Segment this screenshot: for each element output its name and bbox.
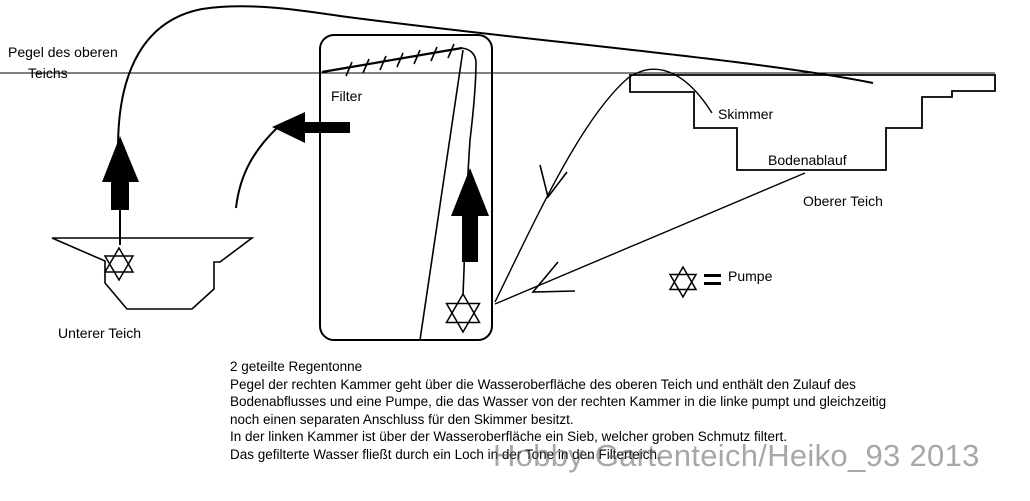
- description-line: Das gefilterte Wasser fließt durch ein L…: [230, 446, 661, 462]
- bottom-drain-flow-arrowhead: [531, 261, 576, 293]
- return-pipe: [117, 5, 874, 149]
- description-line: In der linken Kammer ist über der Wasser…: [230, 429, 788, 445]
- legend-equals-top: [704, 274, 721, 277]
- filter-outlet-arrow: [272, 112, 350, 143]
- filter-outlet-flow: [235, 126, 279, 209]
- label-skimmer: Skimmer: [718, 106, 774, 122]
- description-text: 2 geteilte Regentonne Pegel der rechten …: [230, 358, 950, 464]
- watermark: Hobby-Gartenteich/Heiko_93 2013: [493, 438, 980, 473]
- label-unterer-teich: Unterer Teich: [58, 325, 142, 341]
- description-title: 2 geteilte Regentonne: [230, 359, 363, 374]
- description-line: Pegel der rechten Kammer geht über die W…: [230, 376, 856, 392]
- barrel-divider-wall: [419, 49, 464, 341]
- label-pumpe-legend: Pumpe: [728, 268, 773, 284]
- bottom-drain-line: [494, 172, 806, 305]
- skimmer-flow-arrowhead: [539, 164, 568, 199]
- pump-flow-arrow-right-chamber: [451, 168, 489, 262]
- lower-pond: [51, 237, 255, 310]
- skimmer-line: [494, 68, 713, 303]
- rain-barrel-filter: [319, 34, 493, 341]
- legend-equals-bottom: [704, 282, 721, 285]
- description-line: Bodenabflusses und eine Pumpe, die das W…: [230, 394, 887, 410]
- label-pegel-line1: Pegel des oberen: [8, 44, 118, 60]
- lower-pond-flow-arrow: [102, 136, 139, 210]
- upper-pond: [629, 74, 996, 171]
- sieve: [321, 43, 463, 77]
- pump-lower-pond-icon: [103, 246, 135, 282]
- label-oberer-teich: Oberer Teich: [803, 193, 883, 209]
- label-filter: Filter: [331, 88, 363, 104]
- label-bodenablauf: Bodenablauf: [768, 152, 847, 168]
- description-line: noch einen separaten Anschluss für den S…: [230, 411, 574, 427]
- legend-pump-icon: [668, 265, 698, 299]
- label-pegel-line2: Teichs: [28, 65, 68, 81]
- pump-right-chamber-icon: [445, 292, 481, 334]
